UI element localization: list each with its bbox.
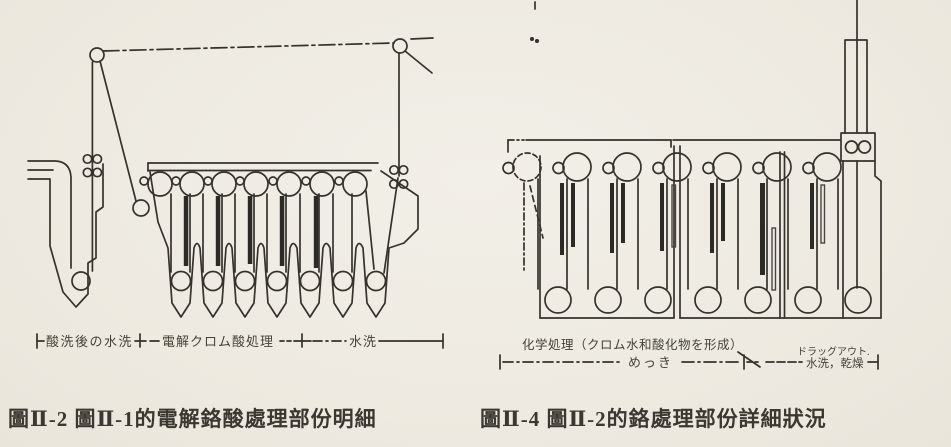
deflector-roller [132,199,150,217]
figure-right-diagram: 化学処理（クロム水和酸化物を形成） ドラッグアウト. めっき 水洗，乾燥 [499,0,882,370]
strip-strands [537,178,839,290]
electrode-bars [183,196,319,268]
pinch-rollers-left [82,153,103,178]
bottom-rollers [170,270,387,292]
pinch-rollers [844,140,872,154]
top-rollers [147,171,368,197]
entry-tank-bottom-roller [71,271,91,291]
carry-line [102,42,395,52]
entry-tank-outline [27,163,104,308]
annotation-leader-line [737,351,761,368]
guide-rollers [502,161,815,175]
figure-left-diagram: 酸洗後の水洗 電解クロム酸処理 水洗 [27,37,444,349]
stage-label-rinse-after-pickling: 酸洗後の水洗 [46,334,133,349]
stage-label-electrolytic-chromic-acid: 電解クロム酸処理 [162,334,274,349]
top-rollers [512,152,842,182]
dimension-line: 酸洗後の水洗 電解クロム酸処理 水洗 [36,333,444,349]
exit-diagonal-line [404,50,433,74]
dragout-label: ドラッグアウト. [797,345,870,358]
dimension-line: めっき 水洗，乾燥 [499,354,879,370]
strip-descent-diagonal [99,60,137,202]
figure-left-caption: 圖Ⅱ-2 圖Ⅱ-1的電解鉻酸處理部份明細 [8,407,377,431]
bottom-rollers [544,286,872,314]
stage-label-rinse-dry: 水洗，乾燥 [806,357,864,370]
entry-strip [27,160,72,269]
tank-rim [507,139,841,153]
electrode-bars [560,183,826,291]
pinch-roller-box [840,132,876,162]
pulley-tail-line [410,37,434,40]
incoming-strip-dashes [523,182,544,273]
head-pulley-left [89,47,105,63]
left-tank-outline [539,145,675,319]
strip-strands [170,177,399,274]
exit-tower [844,39,868,134]
figure-right-caption: 圖Ⅱ-4 圖Ⅱ-2的鉻處理部份詳細狀況 [480,407,827,431]
chemical-treatment-annotation: 化学処理（クロム水和酸化物を形成） [522,337,743,352]
cell-tank-outline [149,170,419,318]
stage-label-water-rinse: 水洗 [349,334,377,349]
pinch-rollers-right [388,164,409,190]
head-pulley-right [392,38,408,54]
stage-label-plating: めっき [628,355,673,370]
guide-rollers [139,176,344,186]
entry-dash-marks [529,1,540,44]
cell-top-rail [147,162,379,172]
